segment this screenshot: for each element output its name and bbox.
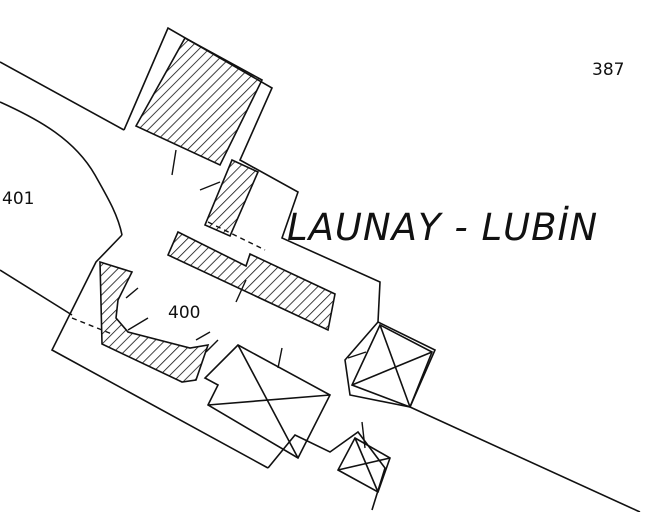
parcel-number-400: 400 [168,303,200,323]
building-crossed-east [350,323,434,409]
road-edge-east [409,406,641,512]
parcel-arrows [125,149,367,449]
building-long-hatched [166,230,336,332]
building-southwest-hatched [99,260,210,383]
road-edge-southwest [0,269,73,316]
crossed-buildings [203,323,434,494]
building-north-hatched [134,36,264,167]
building-crossed-small [336,436,391,494]
hatched-buildings [99,36,336,383]
parcel-number-401: 401 [2,189,34,209]
building-crossed-large [203,344,332,460]
road-edges [0,61,641,512]
dashed-boundaries [71,221,266,335]
road-edge-parcel-401 [0,101,123,236]
building-center-half-hatched [203,158,260,238]
road-edge-north [0,61,125,131]
place-name: LAUNAY - LUBİN [287,206,598,249]
parcel-number-387: 387 [592,60,624,80]
